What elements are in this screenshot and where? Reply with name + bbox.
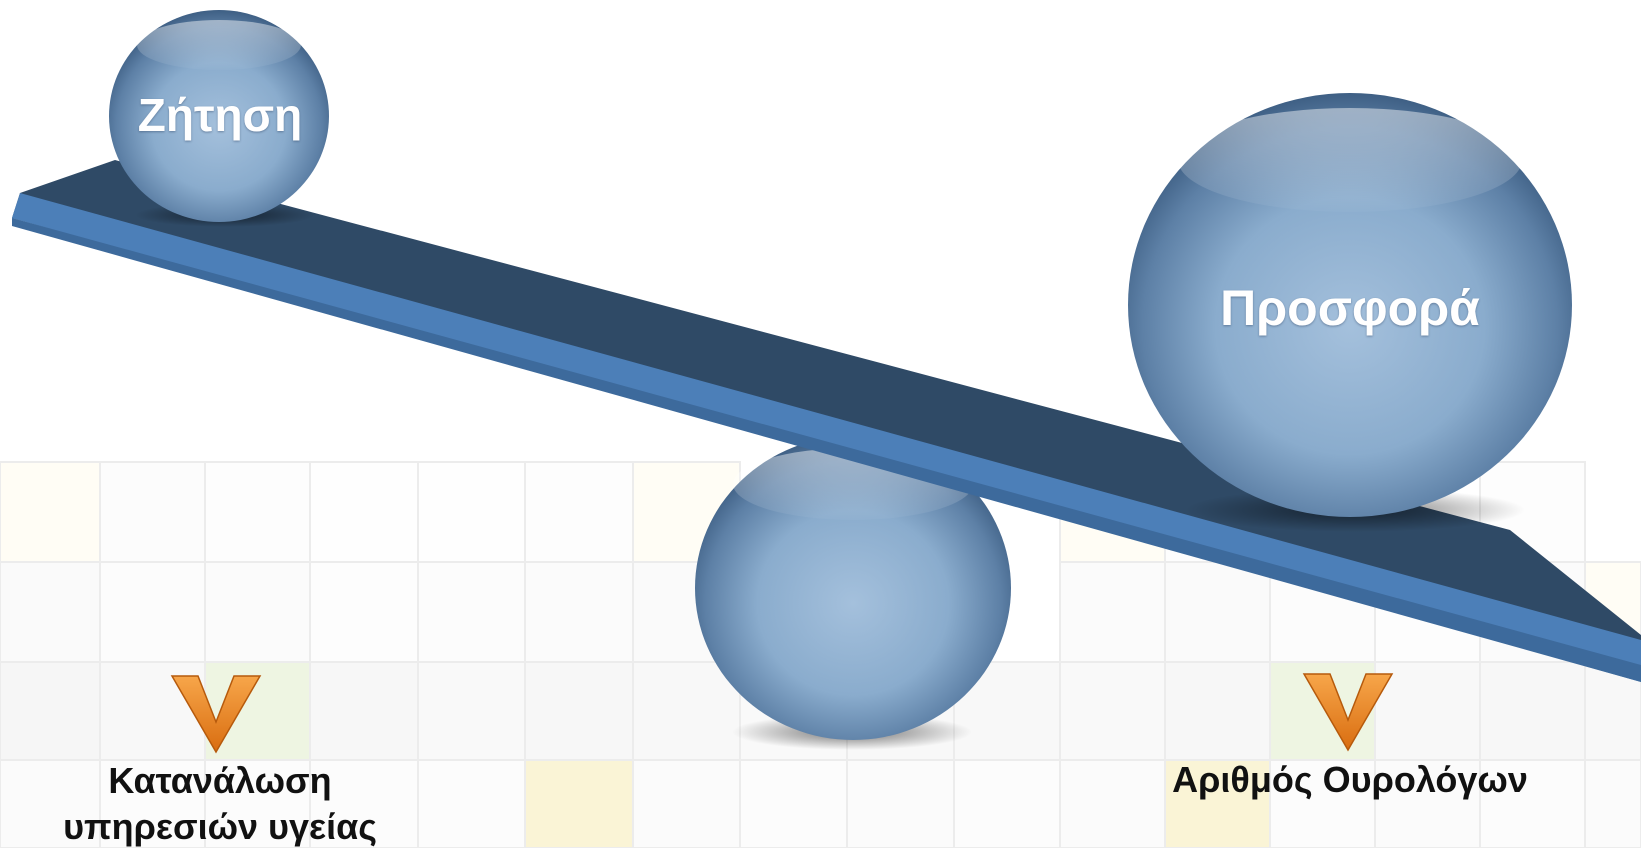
big-sphere [1128, 93, 1572, 517]
chevron-down-icon [170, 675, 262, 754]
seesaw-plank [12, 160, 1641, 682]
fulcrum-sphere [695, 436, 1011, 740]
small-sphere [109, 10, 329, 222]
left-outcome-label: Κατανάλωση υπηρεσιών υγείας [20, 758, 420, 848]
left-outcome-line1: Κατανάλωση [108, 760, 332, 801]
demand-label: Ζήτηση [137, 89, 303, 141]
right-outcome-label: Αριθμός Ουρολόγων [1172, 759, 1528, 800]
supply-label: Προσφορά [1220, 280, 1480, 336]
chevron-down-icon [1302, 673, 1394, 752]
left-outcome-line2: υπηρεσιών υγείας [63, 806, 377, 847]
